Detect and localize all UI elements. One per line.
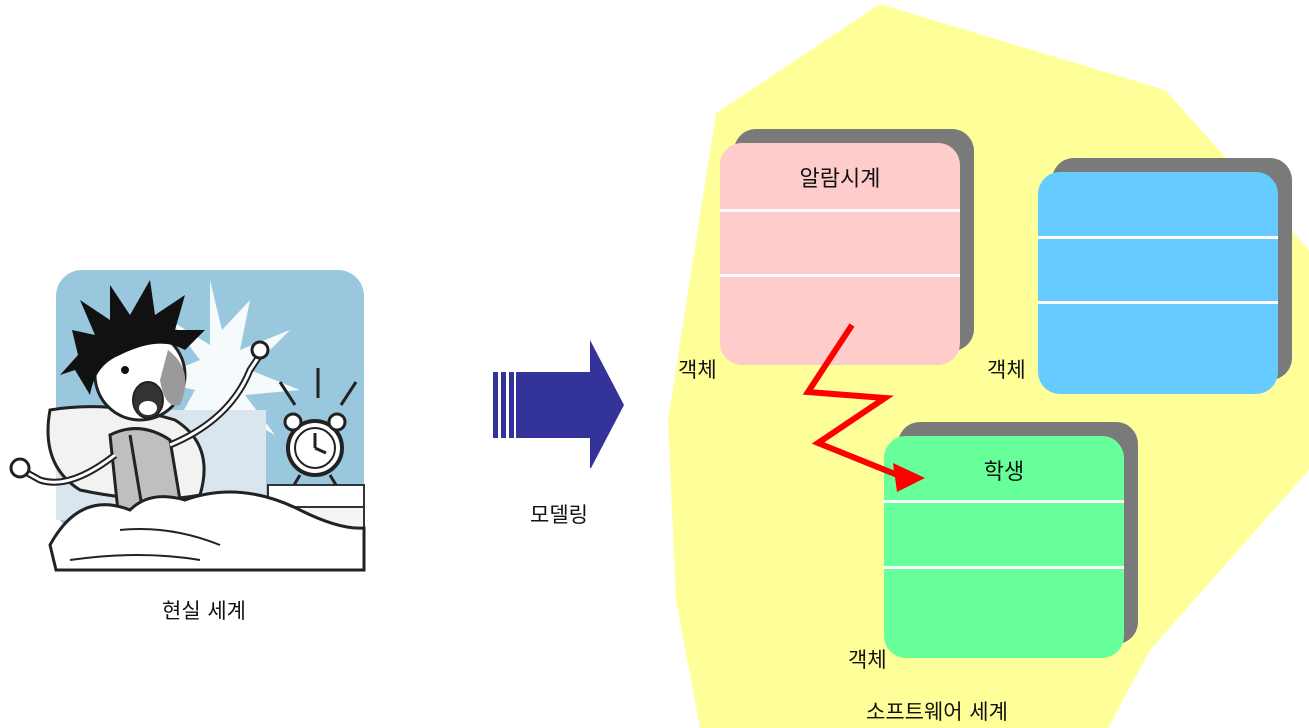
modeling-label: 모델링 bbox=[530, 503, 588, 527]
box-divider bbox=[884, 500, 1124, 503]
box-divider bbox=[884, 566, 1124, 569]
real-world-caption: 현실 세계 bbox=[162, 599, 246, 623]
box-face bbox=[720, 143, 960, 365]
alarm-clock-object-title: 알람시계 bbox=[799, 167, 881, 192]
modeling-arrow-icon bbox=[493, 340, 624, 468]
alarm-clock-object-box: 알람시계 bbox=[720, 129, 974, 365]
blue-object-label: 객체 bbox=[987, 358, 1026, 382]
student-object-label: 객체 bbox=[848, 648, 887, 672]
blue-object-box bbox=[1038, 158, 1292, 394]
box-divider bbox=[720, 274, 960, 277]
box-divider bbox=[1038, 236, 1278, 239]
real-world-illustration bbox=[0, 260, 380, 580]
box-face bbox=[884, 436, 1124, 658]
box-face bbox=[1038, 172, 1278, 394]
box-divider bbox=[1038, 301, 1278, 304]
student-object-title: 학생 bbox=[983, 460, 1025, 485]
alarm-clock-object-label: 객체 bbox=[678, 358, 717, 382]
waking-boy-alarm-clock-icon bbox=[9, 270, 366, 572]
box-divider bbox=[720, 209, 960, 212]
software-world-caption: 소프트웨어 세계 bbox=[866, 700, 1008, 724]
student-object-box: 학생 bbox=[884, 422, 1138, 658]
